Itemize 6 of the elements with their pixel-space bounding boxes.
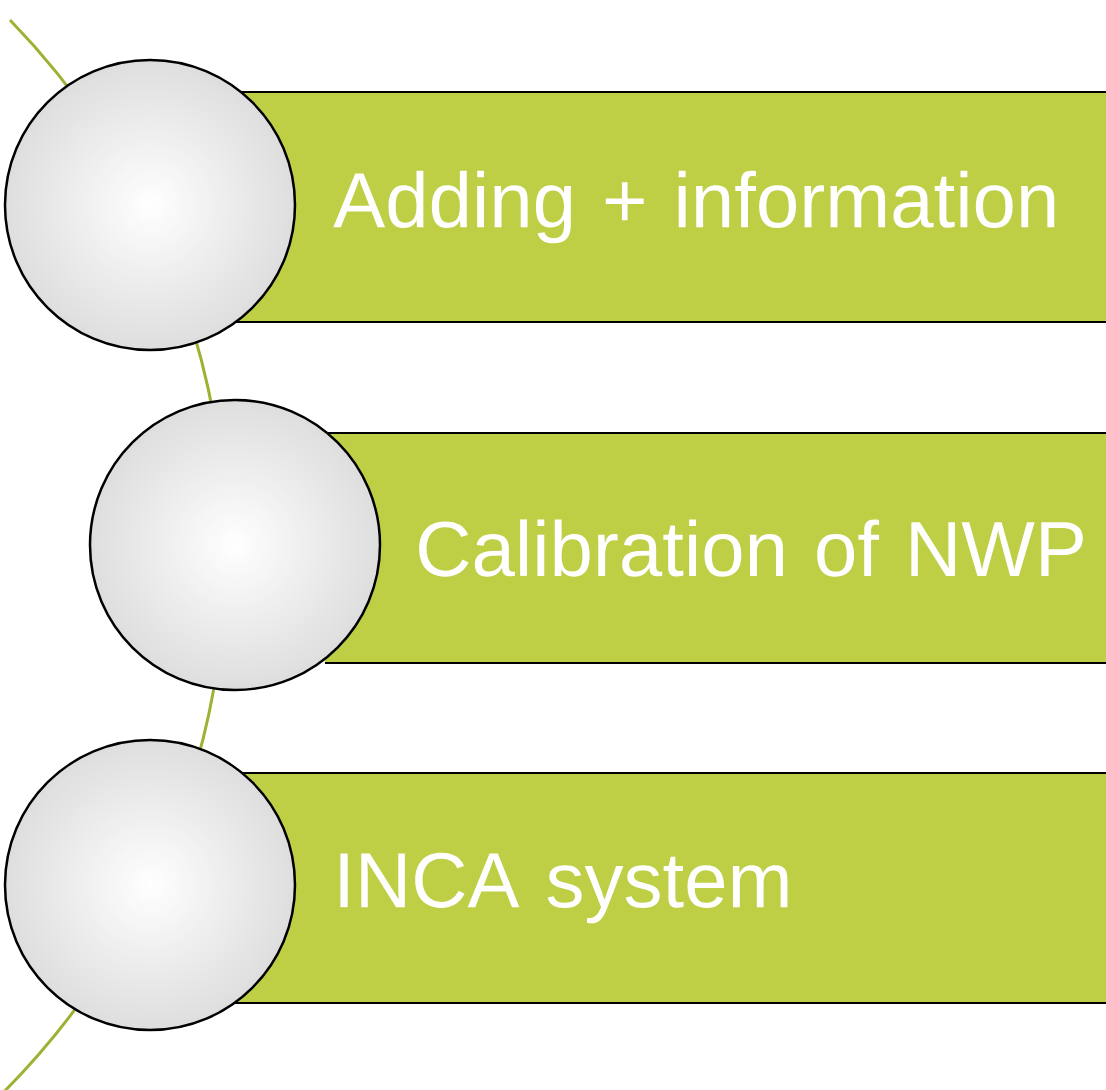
circle-shape [3, 738, 297, 1032]
circle-shape [3, 58, 297, 352]
step-bar: INCA system [229, 772, 1106, 1004]
circle-shape [88, 398, 382, 692]
step-bar: Adding + information [229, 91, 1106, 323]
step-bar: Calibration of NWP [324, 432, 1106, 664]
